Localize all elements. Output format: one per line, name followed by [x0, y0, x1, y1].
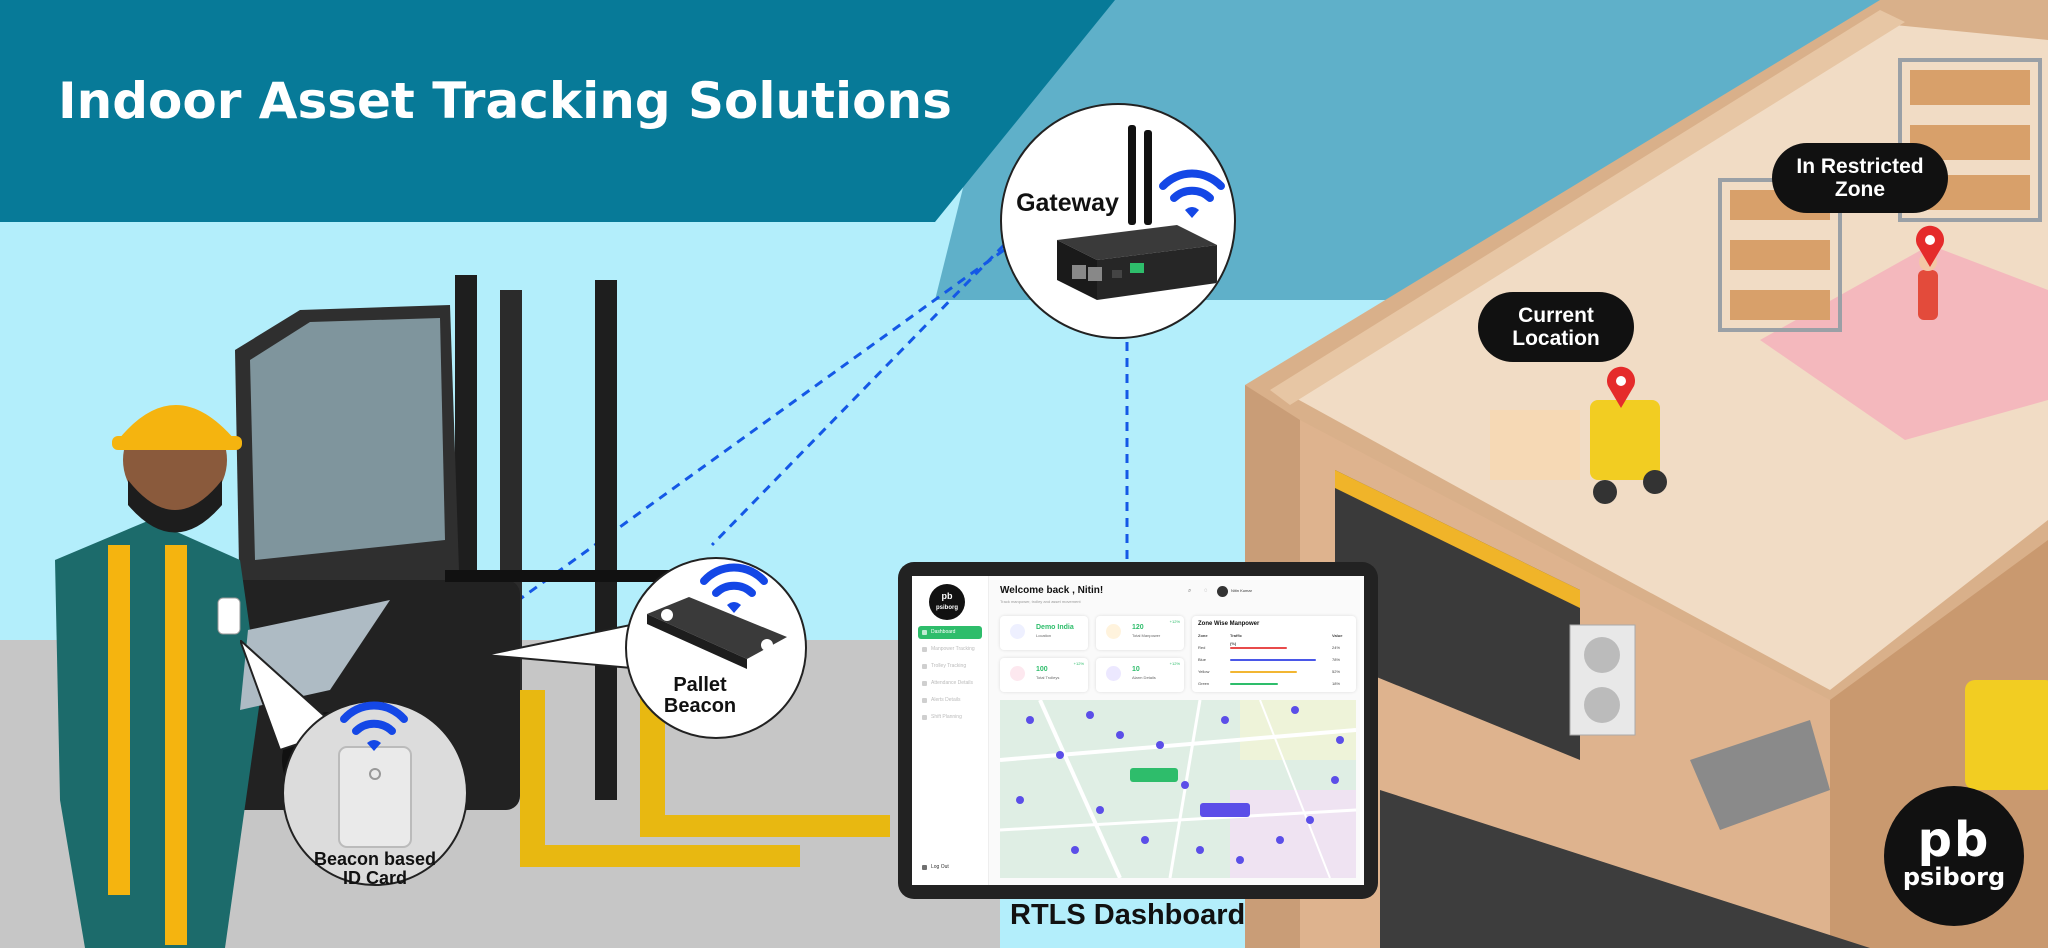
page-title: Indoor Asset Tracking Solutions	[58, 72, 952, 130]
restricted-zone-line2: Zone	[1834, 178, 1886, 202]
dashboard-label: RTLS Dashboard	[1010, 899, 1246, 931]
nav-dashboard[interactable]: Dashboard	[918, 626, 982, 639]
zone-panel: Zone Wise Manpower Zone Traffic (%) Valu…	[1192, 616, 1356, 692]
logo-mark: pb	[1917, 812, 1991, 868]
location-pin-icon	[1916, 225, 1944, 267]
zone-col-value: Value	[1332, 633, 1343, 638]
gateway-bubble	[1000, 103, 1236, 339]
dashboard-screen: pb psiborg Dashboard Manpower Tracking T…	[912, 576, 1364, 885]
zone-panel-title: Zone Wise Manpower	[1198, 621, 1260, 627]
trolley-icon	[1010, 666, 1025, 681]
welcome-subtitle: Track manpower, trolley and asset moveme…	[1000, 599, 1081, 604]
pallet-beacon-label-line1: Pallet	[673, 674, 727, 696]
zone-col-zone: Zone	[1198, 633, 1208, 638]
zone-name: Red	[1198, 645, 1206, 650]
stat-label: Total Trolleys	[1036, 675, 1060, 680]
wifi-icon	[700, 563, 768, 613]
zone-row: Red 24%	[1198, 644, 1348, 652]
stat-badge: +12%	[1169, 661, 1180, 666]
nav-shift-planning[interactable]: Shift Planning	[918, 711, 982, 724]
current-location-line2: Location	[1512, 327, 1600, 351]
stat-value: Demo India	[1036, 624, 1074, 631]
zone-header: Zone Traffic (%) Value	[1198, 632, 1342, 646]
stat-label: Location	[1036, 633, 1052, 638]
search-icon[interactable]: ⌕	[1188, 588, 1192, 594]
zone-name: Blue	[1198, 657, 1207, 662]
tablet-device: pb psiborg Dashboard Manpower Tracking T…	[898, 562, 1378, 899]
stat-card-manpower[interactable]: 120 Total Manpower +12%	[1096, 616, 1184, 650]
stat-label: Total Manpower	[1132, 633, 1161, 638]
zone-col-traffic: Traffic (%)	[1230, 633, 1243, 646]
beacon-tag-icon	[647, 597, 787, 669]
stat-badge: +12%	[1073, 661, 1084, 666]
id-card-label: Beacon based ID Card	[300, 850, 450, 888]
pallet-beacon-label: Pallet Beacon	[650, 675, 750, 717]
stat-value: 120	[1132, 624, 1144, 631]
stat-value: 10	[1132, 666, 1140, 673]
zone-bar	[1230, 671, 1297, 673]
id-card-label-line1: Beacon based	[313, 849, 437, 869]
stat-badge: +12%	[1169, 619, 1180, 624]
pallet-beacon-bubble	[625, 557, 807, 739]
logo-text: psiborg	[1902, 863, 2006, 891]
restricted-zone-callout: In Restricted Zone	[1772, 143, 1948, 214]
zone-name: Green	[1198, 681, 1210, 686]
zone-bar	[1230, 659, 1316, 661]
gateway-label: Gateway	[1016, 189, 1119, 217]
restricted-zone-line1: In Restricted	[1796, 155, 1924, 178]
location-icon	[1010, 624, 1025, 639]
sidebar-logo-name: psiborg	[936, 605, 958, 611]
pallet-beacon-label-line2: Beacon	[663, 695, 737, 717]
wifi-icon	[340, 701, 408, 751]
id-card-label-line2: ID Card	[342, 867, 407, 888]
nav-manpower-tracking[interactable]: Manpower Tracking	[918, 643, 982, 656]
zone-bar	[1230, 683, 1278, 685]
wifi-icon	[1159, 169, 1225, 218]
zone-pct: 52%	[1332, 669, 1341, 674]
map-marker-label	[1130, 768, 1178, 782]
zone-row: Blue 78%	[1198, 656, 1348, 664]
zone-name: Yellow	[1198, 669, 1210, 674]
nav-trolley-tracking[interactable]: Trolley Tracking	[918, 660, 982, 673]
stat-card-trolleys[interactable]: 100 Total Trolleys +12%	[1000, 658, 1088, 692]
user-name: Nitin Kumar	[1231, 588, 1252, 593]
bell-icon[interactable]: ◌	[1204, 588, 1208, 594]
sidebar-logo-mark: pb	[941, 591, 953, 601]
map-marker-label	[1200, 803, 1250, 817]
tracking-map[interactable]	[1000, 700, 1356, 878]
location-pin-icon	[1607, 366, 1635, 408]
manpower-icon	[1106, 624, 1121, 639]
nav-alerts-details[interactable]: Alerts Details	[918, 694, 982, 707]
zone-row: Yellow 52%	[1198, 668, 1348, 676]
psiborg-logo: pb psiborg	[1884, 786, 2024, 926]
beacon-pointer	[485, 620, 655, 672]
zone-pct: 24%	[1332, 645, 1341, 650]
zone-pct: 18%	[1332, 681, 1341, 686]
logout-button[interactable]: Log Out	[918, 861, 982, 874]
gateway-device-icon	[1057, 125, 1217, 300]
avatar[interactable]	[1217, 586, 1228, 597]
id-card-bubble	[282, 700, 468, 886]
stat-card-location[interactable]: Demo India Location	[1000, 616, 1088, 650]
welcome-text: Welcome back , Nitin!	[1000, 585, 1104, 596]
stat-card-alarms[interactable]: 10 Alarm Details +12%	[1096, 658, 1184, 692]
dashboard-sidebar: pb psiborg Dashboard Manpower Tracking T…	[912, 576, 989, 885]
zone-row: Green 18%	[1198, 680, 1348, 688]
alarm-icon	[1106, 666, 1121, 681]
zone-bar	[1230, 647, 1287, 649]
current-location-callout: Current Location	[1478, 292, 1634, 363]
zone-pct: 78%	[1332, 657, 1341, 662]
current-location-line1: Current	[1518, 304, 1594, 327]
sidebar-logo: pb psiborg	[929, 584, 965, 620]
stat-value: 100	[1036, 666, 1048, 673]
stat-label: Alarm Details	[1132, 675, 1156, 680]
nav-attendance-details[interactable]: Attendance Details	[918, 677, 982, 690]
